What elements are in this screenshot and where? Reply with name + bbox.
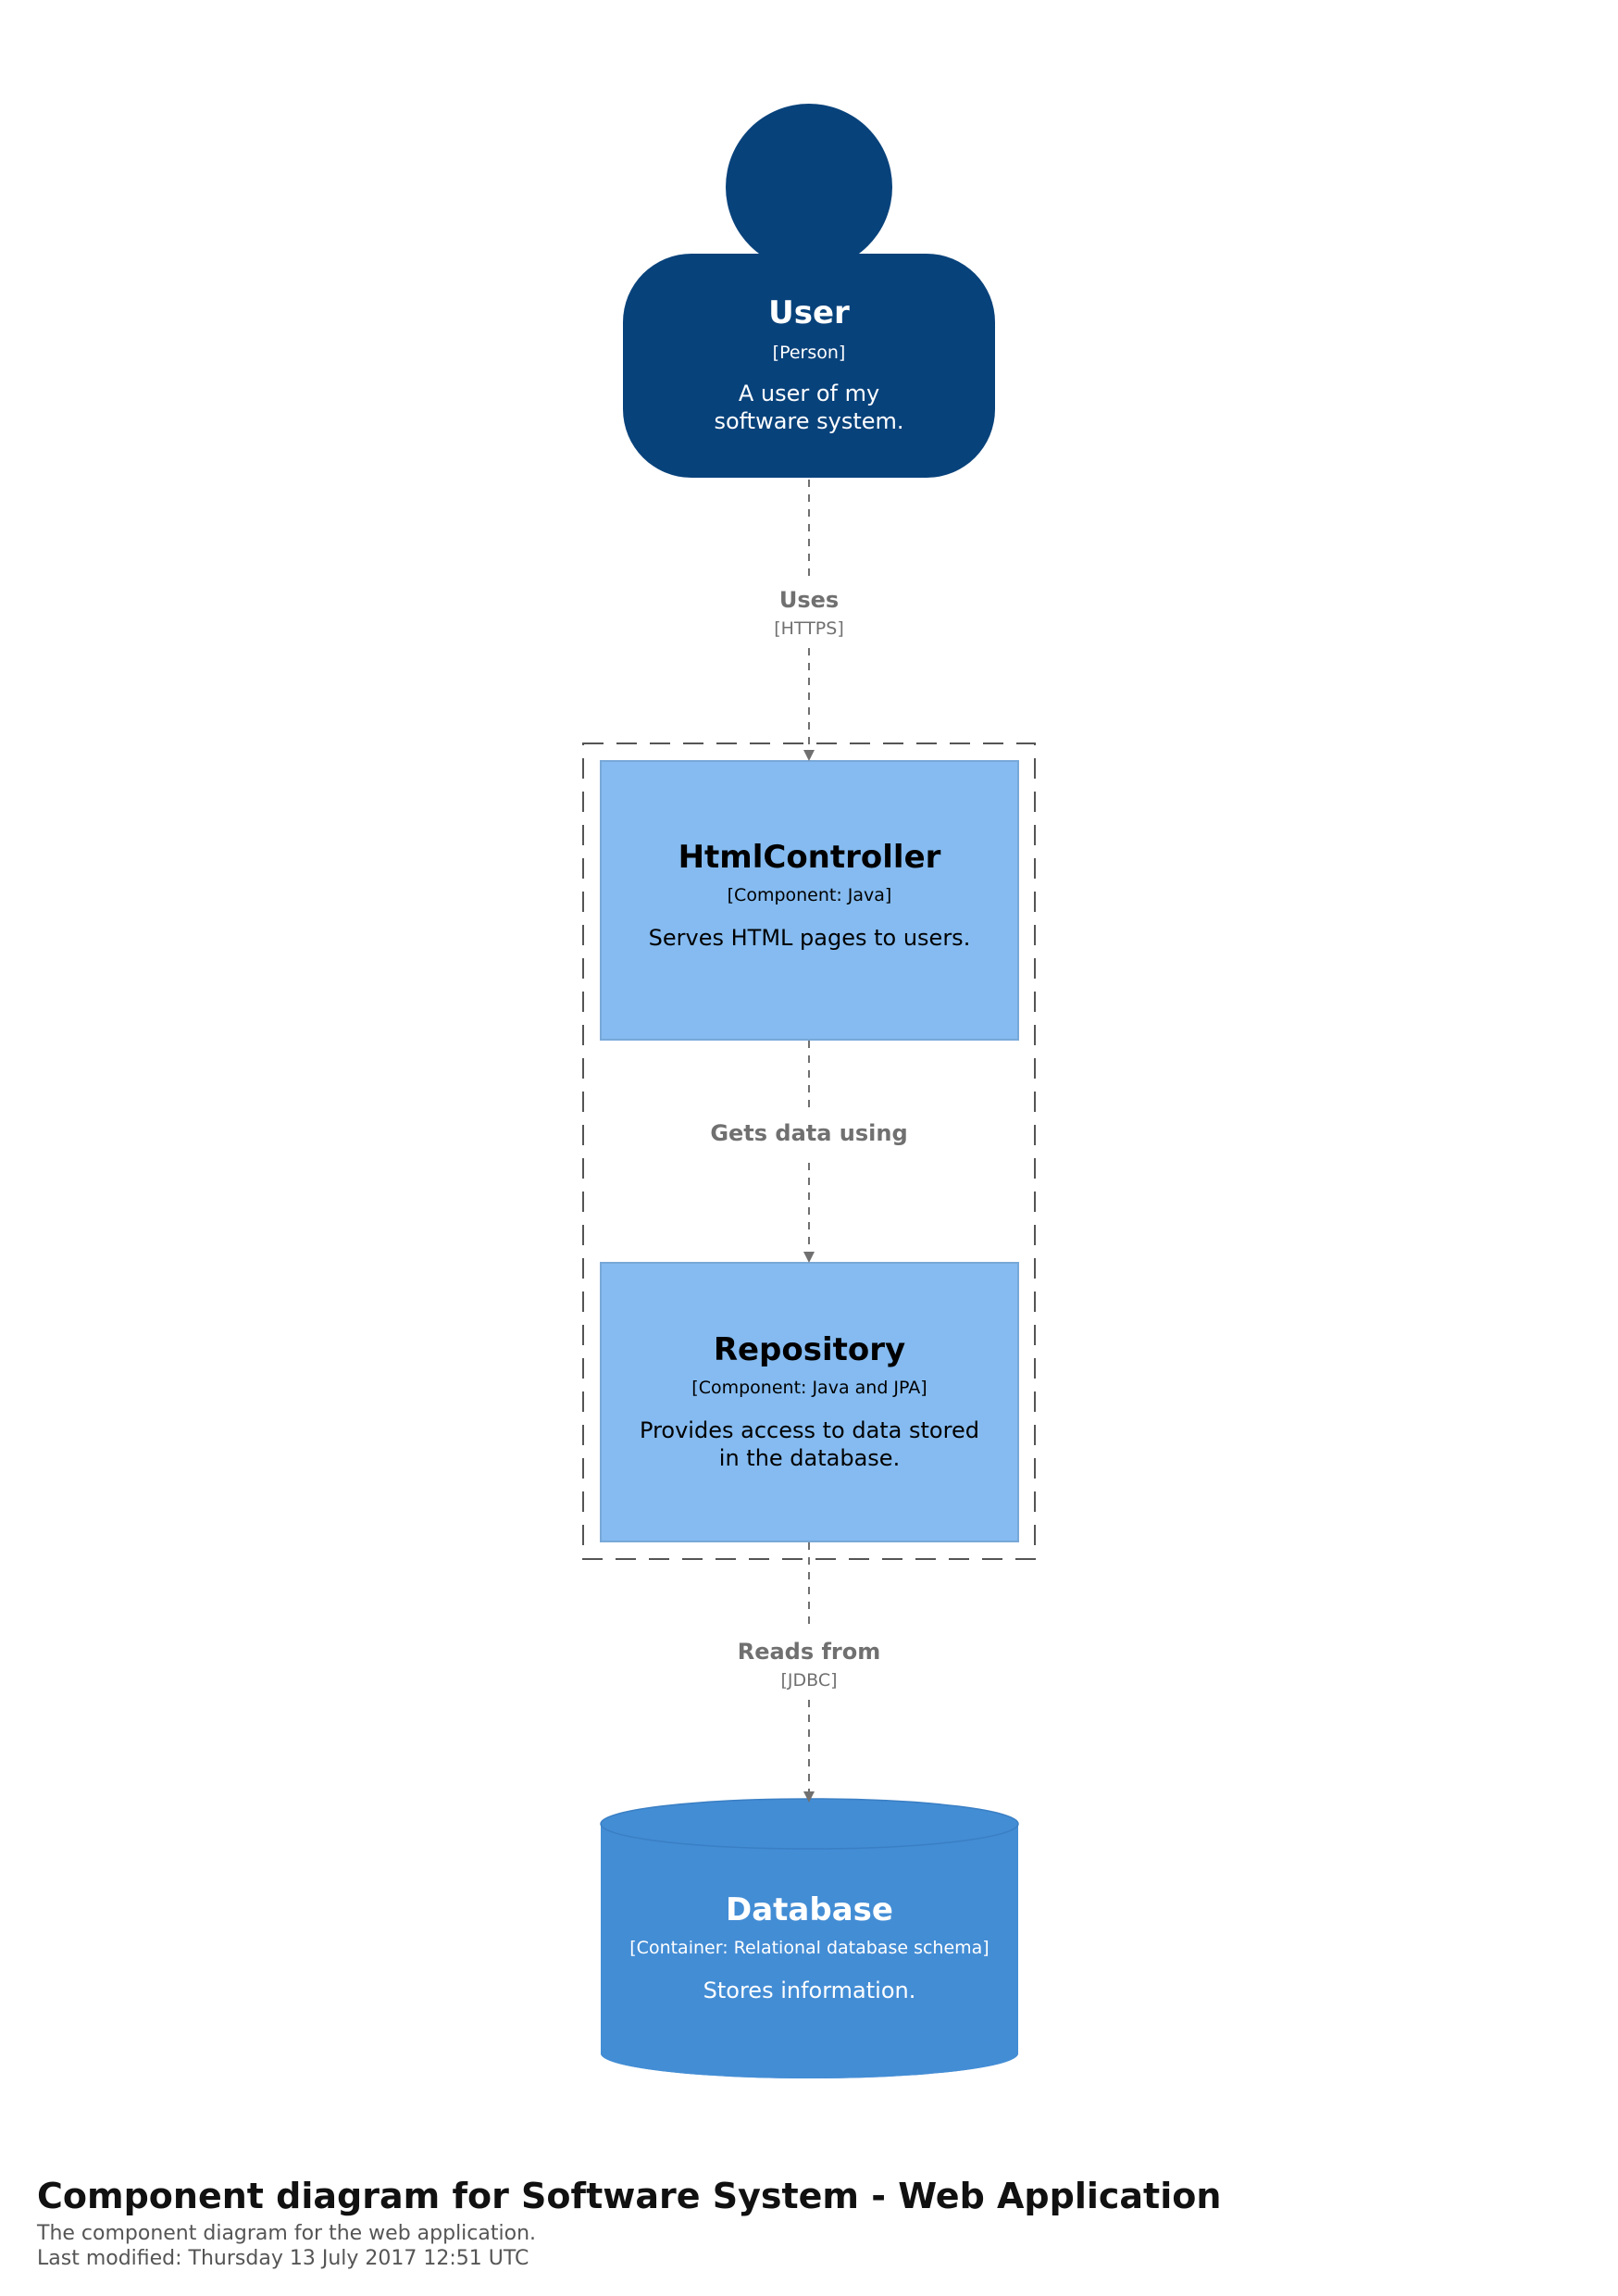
diagram-description: The component diagram for the web applic… xyxy=(37,2222,537,2245)
repository-description: Provides access to data stored in the da… xyxy=(640,1417,979,1471)
diagram-title: Component diagram for Software System - … xyxy=(37,2176,1222,2216)
reads-from-label-group: Reads from [JDBC] xyxy=(624,1639,994,1691)
database-top xyxy=(600,1798,1019,1850)
html-controller-name: HtmlController xyxy=(678,839,941,876)
uses-label-group: Uses [HTTPS] xyxy=(624,587,994,639)
user-element[interactable]: User [Person] A user of my software syst… xyxy=(623,254,995,478)
database-description: Stores information. xyxy=(703,1978,916,2003)
reads-from-technology: [JDBC] xyxy=(780,1670,838,1691)
person-head-icon xyxy=(726,104,892,270)
gets-data-label: Gets data using xyxy=(710,1120,908,1146)
repository-box[interactable] xyxy=(600,1262,1019,1542)
html-controller-description: Serves HTML pages to users. xyxy=(648,925,971,951)
html-controller-box[interactable] xyxy=(600,760,1019,1041)
repository-element[interactable]: Repository [Component: Java and JPA] Pro… xyxy=(601,1263,1018,1541)
html-controller-type: [Component: Java] xyxy=(727,885,892,905)
user-type: [Person] xyxy=(772,343,846,363)
database-element[interactable]: Database [Container: Relational database… xyxy=(601,1849,1018,2053)
diagram-footer: Component diagram for Software System - … xyxy=(37,2176,1518,2270)
repository-name: Repository xyxy=(713,1331,906,1368)
last-modified: Last modified: Thursday 13 July 2017 12:… xyxy=(37,2247,529,2270)
html-controller-element[interactable]: HtmlController [Component: Java] Serves … xyxy=(601,761,1018,1040)
uses-label: Uses xyxy=(778,587,840,613)
reads-from-label: Reads from xyxy=(737,1639,881,1665)
database-name: Database xyxy=(726,1891,893,1928)
database-bottom xyxy=(601,2028,1018,2078)
person-body-shape xyxy=(623,254,995,478)
uses-technology: [HTTPS] xyxy=(774,618,844,639)
user-name: User xyxy=(768,294,850,331)
user-person-shape[interactable] xyxy=(623,104,995,478)
repository-type: [Component: Java and JPA] xyxy=(691,1378,927,1398)
database-body xyxy=(601,1824,1018,2078)
database-cylinder[interactable] xyxy=(600,1798,1019,2078)
gets-data-label-group: Gets data using xyxy=(624,1120,994,1146)
user-description: A user of my software system. xyxy=(714,381,904,434)
database-type: [Container: Relational database schema] xyxy=(629,1938,989,1958)
